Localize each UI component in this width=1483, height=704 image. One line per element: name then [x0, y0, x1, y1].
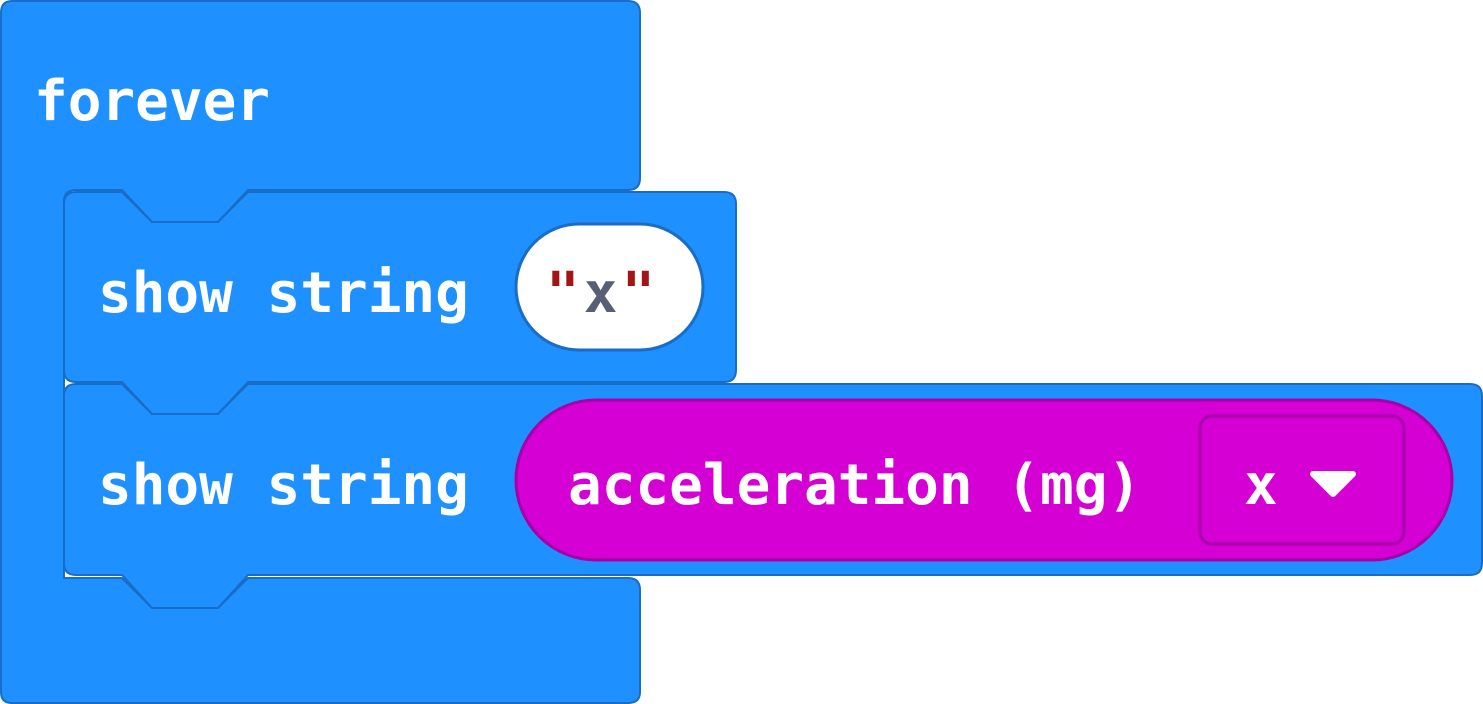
open-quote: "	[546, 261, 580, 326]
forever-block[interactable]	[0, 0, 641, 704]
axis-dropdown[interactable]	[1198, 414, 1406, 546]
acceleration-label: acceleration (mg)	[568, 453, 1141, 518]
show-string-label-1: show string	[98, 261, 469, 326]
string-input-field[interactable]	[514, 222, 705, 352]
string-input-text: "x"	[546, 261, 655, 326]
string-value: x	[584, 261, 618, 326]
axis-dropdown-value: x	[1244, 453, 1278, 518]
show-string-label-2: show string	[98, 453, 469, 518]
close-quote: "	[621, 261, 655, 326]
triangle-down-icon	[1310, 471, 1356, 497]
forever-label: forever	[34, 69, 270, 134]
